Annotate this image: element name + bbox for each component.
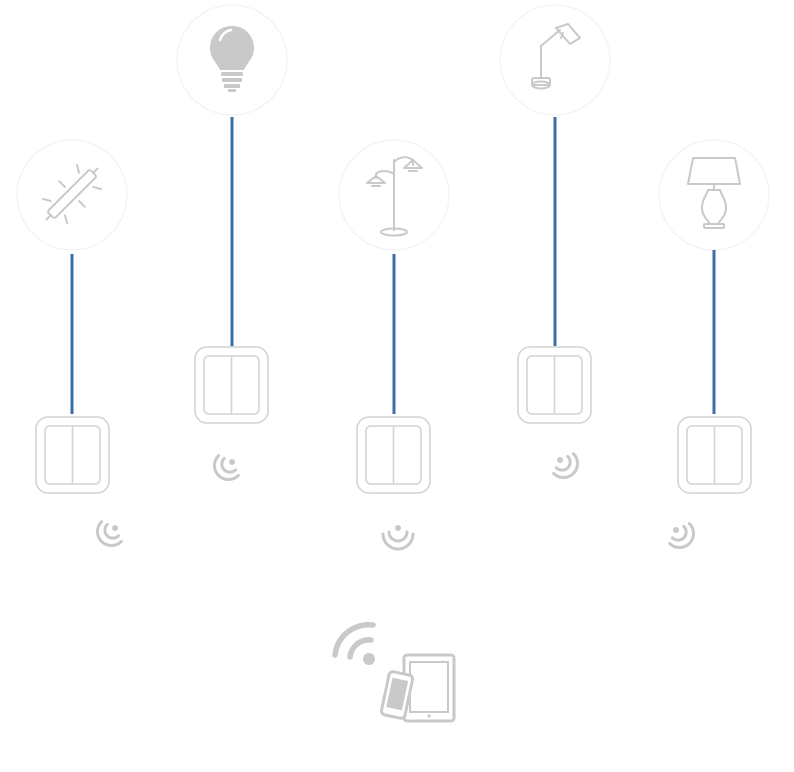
double-rocker-switch-icon [35,416,110,494]
double-rocker-switch-icon [194,346,269,424]
desk-lamp-icon [531,23,581,90]
fluorescent-tube-icon [42,164,102,224]
tablet-icon [402,653,456,723]
double-rocker-switch-icon [677,416,752,494]
fixture-halo [338,139,450,251]
smartphone-icon [379,670,415,720]
fixture-halo [176,4,288,116]
double-rocker-switch-icon [517,346,592,424]
light-bulb-icon [210,26,254,92]
wireless-signal-icon [668,522,696,550]
table-lamp-icon [687,157,741,229]
fixture-halo [16,139,128,251]
wifi-icon [332,621,376,665]
wireless-signal-icon [381,525,415,551]
street-lamp-icon [366,156,423,237]
double-rocker-switch-icon [356,416,431,494]
fixture-halo [658,139,770,251]
wireless-signal-icon [95,520,123,548]
wireless-signal-icon [552,452,580,480]
fixture-halo [499,4,611,116]
wireless-signal-icon [212,454,240,482]
